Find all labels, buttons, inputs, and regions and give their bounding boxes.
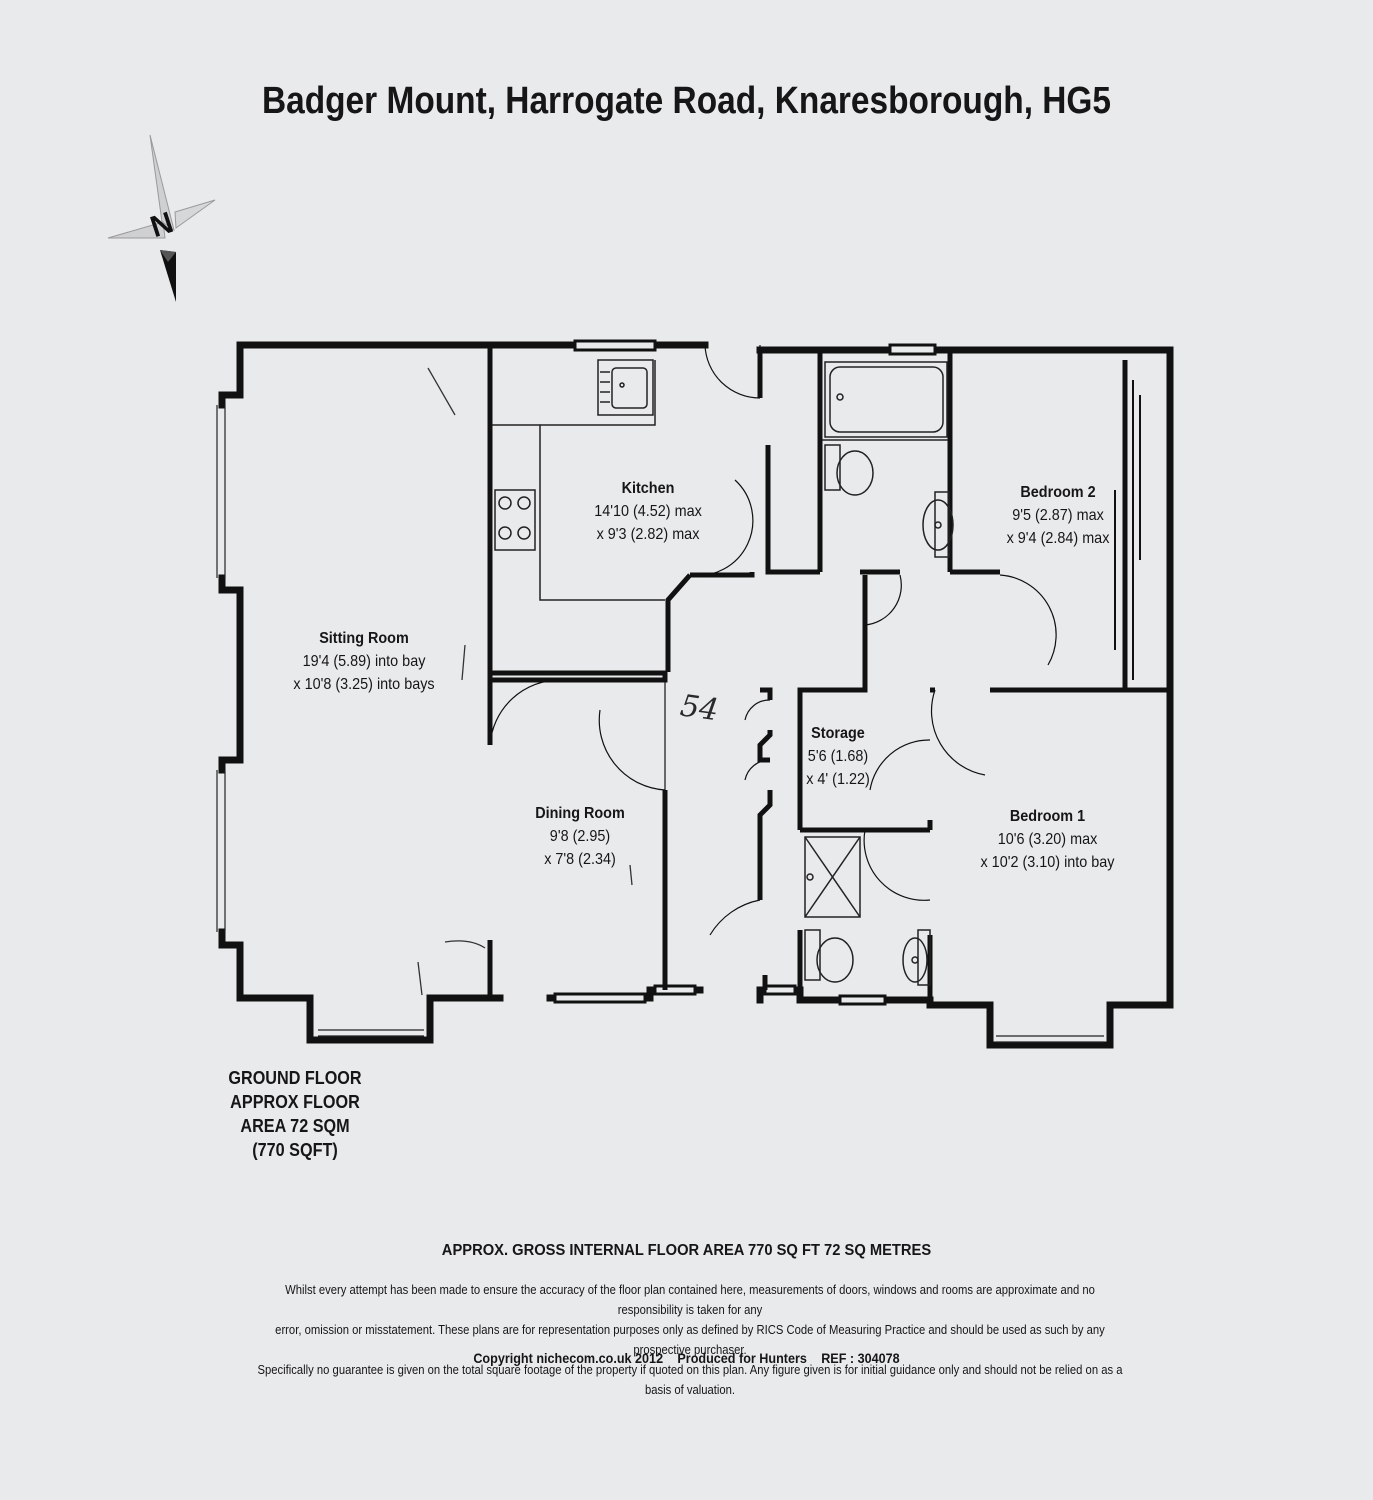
room-dimension: x 10'8 (3.25) into bays	[293, 676, 435, 693]
disclaimer: Whilst every attempt has been made to en…	[254, 1280, 1127, 1400]
room-bedroom-1: Bedroom 1 10'6 (3.20) max x 10'2 (3.10) …	[964, 805, 1131, 874]
disclaimer-line: error, omission or misstatement. These p…	[275, 1323, 1105, 1357]
reference: REF : 304078	[821, 1350, 900, 1366]
room-dimension: 19'4 (5.89) into bay	[302, 653, 426, 670]
room-dimension: 14'10 (4.52) max	[594, 503, 702, 520]
room-dimension: x 7'8 (2.34)	[544, 851, 616, 868]
room-dimension: 9'5 (2.87) max	[1012, 507, 1104, 524]
handwritten-note: 54	[678, 688, 721, 728]
room-dimension: 9'8 (2.95)	[549, 828, 611, 845]
room-sitting-room: Sitting Room 19'4 (5.89) into bay x 10'8…	[283, 627, 445, 696]
produced-for: Produced for Hunters	[677, 1350, 807, 1366]
disclaimer-line: Whilst every attempt has been made to en…	[285, 1283, 1095, 1317]
copyright: Copyright nichecom.co.uk 2012	[473, 1350, 664, 1366]
pencil-marks	[417, 367, 633, 996]
floor-label-line: (770 SQFT)	[252, 1140, 338, 1160]
door-swings	[489, 344, 1057, 936]
floor-label-line: GROUND FLOOR	[228, 1068, 362, 1088]
floor-label-line: APPROX FLOOR	[230, 1092, 360, 1112]
page-title: Badger Mount, Harrogate Road, Knaresboro…	[261, 80, 1112, 122]
room-kitchen: Kitchen 14'10 (4.52) max x 9'3 (2.82) ma…	[576, 477, 720, 546]
room-name: Storage	[811, 725, 865, 742]
disclaimer-line: Specifically no guarantee is given on th…	[257, 1363, 1123, 1397]
room-dimension: x 9'3 (2.82) max	[596, 526, 700, 543]
room-dimension: 5'6 (1.68)	[807, 748, 869, 765]
floor-label-line: AREA 72 SQM	[240, 1116, 350, 1136]
kitchen-fittings	[492, 359, 665, 601]
room-dimension: x 10'2 (3.10) into bay	[980, 854, 1115, 871]
room-storage: Storage 5'6 (1.68) x 4' (1.22)	[793, 722, 883, 791]
wardrobe	[1114, 380, 1141, 680]
room-dimension: x 4' (1.22)	[806, 771, 870, 788]
room-dining-room: Dining Room 9'8 (2.95) x 7'8 (2.34)	[517, 802, 643, 871]
room-name: Dining Room	[535, 805, 625, 822]
copyright-line: Copyright nichecom.co.uk 2012 Produced f…	[69, 1350, 1305, 1366]
room-dimension: x 9'4 (2.84) max	[1006, 530, 1110, 547]
bathroom-fittings	[804, 361, 954, 986]
room-name: Kitchen	[621, 480, 675, 497]
gross-area: APPROX. GROSS INTERNAL FLOOR AREA 770 SQ…	[441, 1242, 932, 1259]
room-name: Bedroom 2	[1020, 484, 1096, 501]
room-bedroom-2: Bedroom 2 9'5 (2.87) max x 9'4 (2.84) ma…	[986, 481, 1130, 550]
room-name: Sitting Room	[319, 630, 409, 647]
room-name: Bedroom 1	[1009, 808, 1086, 825]
compass-north-icon: N	[107, 134, 216, 302]
room-dimension: 10'6 (3.20) max	[997, 831, 1098, 848]
internal-walls	[487, 348, 1170, 1000]
floor-area-label: GROUND FLOOR APPROX FLOOR AREA 72 SQM (7…	[219, 1066, 372, 1162]
